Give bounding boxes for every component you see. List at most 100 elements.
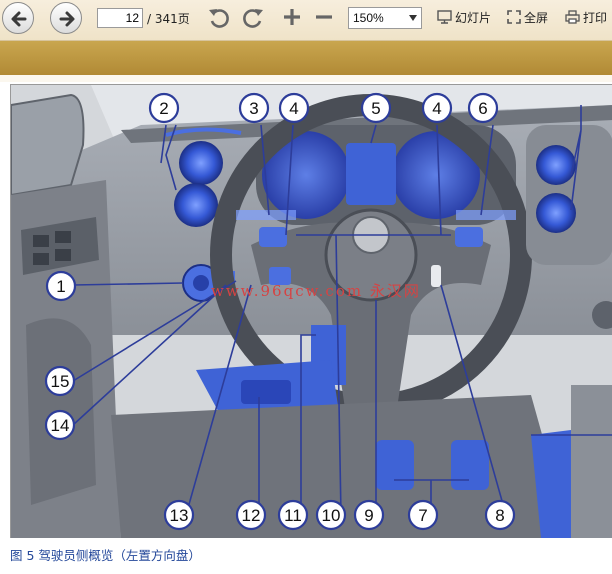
slideshow-icon	[437, 10, 452, 24]
cruise-control-lever	[269, 267, 291, 285]
forward-button[interactable]	[50, 2, 82, 34]
leader-lines	[72, 105, 612, 516]
watermark: www.96qcw.com 永汉网	[211, 282, 421, 300]
callout-5: 5	[360, 92, 392, 124]
callout-4: 4	[278, 92, 310, 124]
fullscreen-icon	[507, 10, 521, 24]
zoom-value: 150%	[353, 11, 384, 25]
window-switch	[33, 253, 49, 265]
turn-signal-lever	[236, 210, 296, 220]
callout-circle	[484, 499, 516, 531]
print-label: 打印	[583, 11, 608, 25]
callout-3: 3	[238, 92, 270, 124]
center-tunnel	[571, 385, 612, 538]
center-display	[346, 143, 396, 205]
callout-number: 9	[364, 506, 373, 525]
footwell	[111, 395, 571, 538]
callout-number: 7	[418, 506, 427, 525]
steering-hub	[324, 208, 418, 302]
callout-circle	[163, 499, 195, 531]
wiper-lever	[456, 210, 516, 220]
callout-14: 14	[44, 409, 76, 441]
callout-number: 15	[51, 372, 70, 391]
callout-9: 9	[353, 499, 385, 531]
callout-circle	[407, 499, 439, 531]
back-button[interactable]	[2, 2, 34, 34]
callout-7: 7	[407, 499, 439, 531]
callout-number: 2	[159, 99, 168, 118]
callout-8: 8	[484, 499, 516, 531]
chevron-down-icon	[409, 15, 417, 21]
left-vent-upper	[179, 141, 223, 185]
slideshow-label: 幻灯片	[455, 11, 492, 25]
fullscreen-button[interactable]: 全屏	[507, 9, 548, 26]
callout-number: 5	[371, 99, 380, 118]
window-switch	[55, 231, 71, 243]
callout-number: 13	[170, 506, 189, 525]
callout-circle	[148, 92, 180, 124]
callout-6: 6	[467, 92, 499, 124]
rotate-ccw-icon[interactable]	[207, 6, 231, 30]
right-wheel-buttons	[455, 227, 483, 247]
left-wheel-buttons	[259, 227, 287, 247]
callout-number: 10	[322, 506, 341, 525]
rotate-cw-icon[interactable]	[241, 6, 265, 30]
callout-number: 1	[56, 277, 65, 296]
zoom-out-icon[interactable]	[313, 6, 335, 28]
ignition-lock	[431, 265, 441, 287]
callout-number: 8	[495, 506, 504, 525]
window-switch	[33, 235, 49, 247]
zoom-select[interactable]: 150%	[348, 7, 422, 29]
page-total-label: / 341页	[147, 12, 190, 26]
brake-pedal	[451, 440, 489, 490]
callout-circle	[235, 499, 267, 531]
callout-circle	[353, 499, 385, 531]
callout-12: 12	[235, 499, 267, 531]
center-vent-lower	[536, 193, 576, 233]
light-switch-knob	[193, 275, 209, 291]
printer-icon	[565, 10, 580, 24]
viewer-toolbar: 12 / 341页 150% 幻灯片 全屏 打印	[0, 0, 612, 41]
tachometer	[262, 131, 350, 219]
zoom-in-icon[interactable]	[281, 6, 303, 28]
page-margin	[0, 75, 612, 82]
page-number-input[interactable]: 12	[97, 8, 143, 28]
callout-4: 4	[421, 92, 453, 124]
callout-circle	[44, 409, 76, 441]
side-mirror	[11, 93, 85, 197]
callout-circle	[45, 270, 77, 302]
window-switch	[55, 249, 71, 261]
storage-compartment-handle	[241, 380, 291, 404]
callout-circle	[315, 499, 347, 531]
callout-number: 11	[284, 506, 302, 525]
arrow-left-icon	[11, 11, 27, 27]
callout-number: 3	[249, 99, 258, 118]
callout-1: 1	[45, 270, 77, 302]
callout-number: 6	[478, 99, 487, 118]
callout-number: 4	[289, 99, 298, 118]
cockpit-drawing	[11, 85, 612, 538]
arrow-right-icon	[59, 11, 75, 27]
climate-knob	[592, 301, 612, 329]
speedometer	[392, 131, 480, 219]
decorative-band	[0, 41, 612, 75]
figure-caption: 图 5 驾驶员侧概览（左置方向盘）	[10, 548, 201, 563]
callout-circle	[360, 92, 392, 124]
callout-circle	[44, 365, 76, 397]
clutch-pedal	[376, 440, 414, 490]
callout-circle	[467, 92, 499, 124]
callout-15: 15	[44, 365, 76, 397]
callout-circle	[238, 92, 270, 124]
left-vent-lower	[174, 183, 218, 227]
callout-13: 13	[163, 499, 195, 531]
callout-number: 4	[432, 99, 441, 118]
callout-circle	[421, 92, 453, 124]
callout-2: 2	[148, 92, 180, 124]
slideshow-button[interactable]: 幻灯片	[437, 9, 491, 26]
fullscreen-label: 全屏	[524, 11, 549, 25]
callout-10: 10	[315, 499, 347, 531]
callout-number: 12	[242, 506, 261, 525]
print-button[interactable]: 打印	[565, 9, 607, 26]
callout-11: 11	[277, 499, 309, 531]
